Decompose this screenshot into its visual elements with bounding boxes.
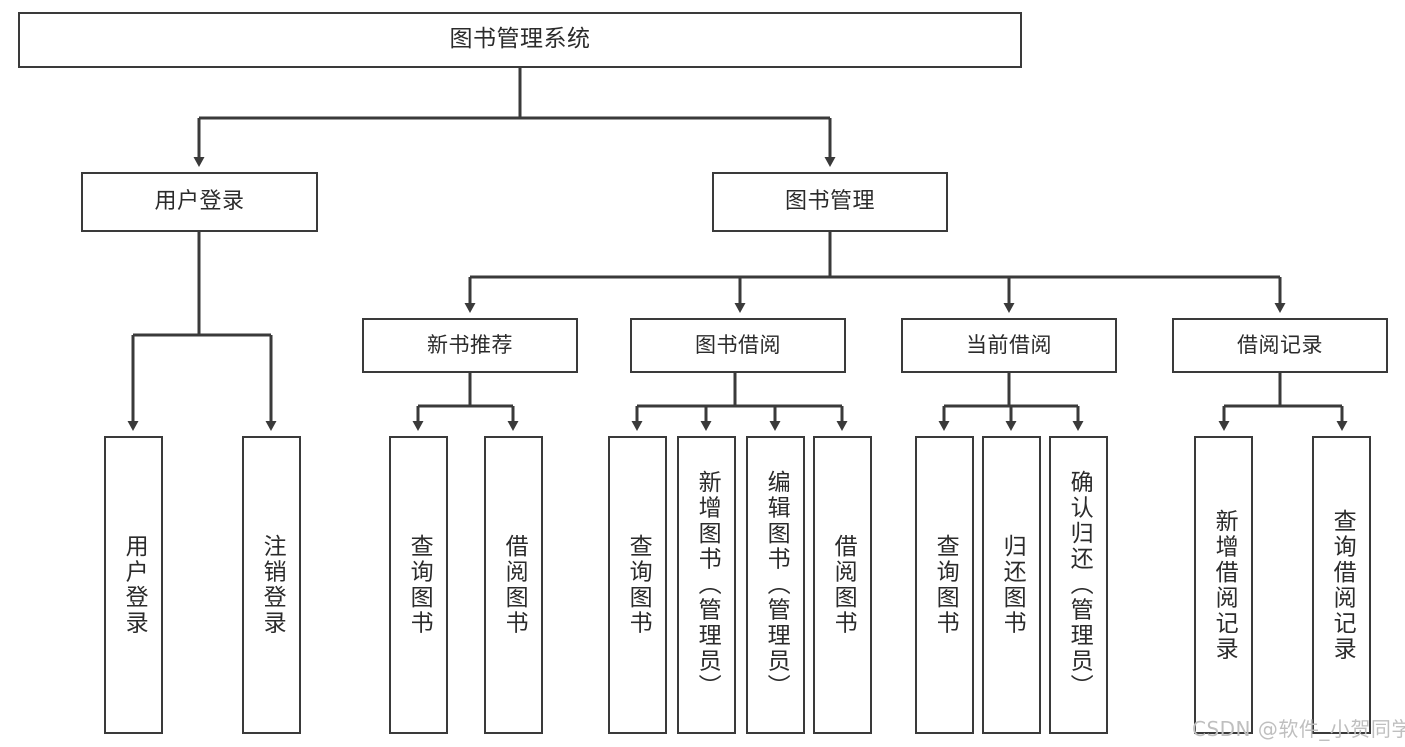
node-book-management[interactable]: 图书管理: [712, 172, 948, 232]
node-label: 归还图书: [999, 534, 1026, 636]
node-label: 查询图书: [406, 534, 433, 636]
leaf-book-borrow-edit[interactable]: 编辑图书（管理员）: [746, 436, 805, 734]
node-label: 新增图书（管理员）: [694, 470, 721, 700]
leaf-book-borrow-borrow[interactable]: 借阅图书: [813, 436, 872, 734]
node-label: 借阅图书: [501, 534, 528, 636]
node-label: 图书借阅: [695, 332, 781, 357]
leaf-user-login-login[interactable]: 用户登录: [104, 436, 163, 734]
leaf-borrow-record-add[interactable]: 新增借阅记录: [1194, 436, 1253, 734]
node-user-login[interactable]: 用户登录: [81, 172, 318, 232]
node-label: 用户登录: [121, 534, 148, 636]
node-book-borrow[interactable]: 图书借阅: [630, 318, 846, 373]
node-label: 图书管理: [784, 188, 875, 214]
node-label: 图书管理系统: [449, 26, 591, 53]
node-label: 借阅记录: [1237, 332, 1323, 357]
leaf-user-login-logout[interactable]: 注销登录: [242, 436, 301, 734]
leaf-current-borrow-confirm-return[interactable]: 确认归还（管理员）: [1049, 436, 1108, 734]
node-label: 编辑图书（管理员）: [763, 470, 790, 700]
node-label: 查询借阅记录: [1329, 508, 1356, 662]
node-label: 注销登录: [259, 534, 286, 636]
node-label: 用户登录: [154, 188, 245, 214]
node-borrow-record[interactable]: 借阅记录: [1172, 318, 1388, 373]
node-current-borrow[interactable]: 当前借阅: [901, 318, 1117, 373]
leaf-book-borrow-query[interactable]: 查询图书: [608, 436, 667, 734]
watermark-csdn: CSDN @软件_小贺同学: [1192, 717, 1405, 741]
node-label: 新书推荐: [427, 332, 513, 357]
leaf-borrow-record-query[interactable]: 查询借阅记录: [1312, 436, 1371, 734]
node-label: 当前借阅: [966, 332, 1052, 357]
node-label: 查询图书: [932, 534, 959, 636]
node-root-system[interactable]: 图书管理系统: [18, 12, 1022, 68]
node-label: 借阅图书: [830, 534, 857, 636]
leaf-book-borrow-add[interactable]: 新增图书（管理员）: [677, 436, 736, 734]
node-label: 查询图书: [625, 534, 652, 636]
leaf-new-book-query[interactable]: 查询图书: [389, 436, 448, 734]
leaf-current-borrow-query[interactable]: 查询图书: [915, 436, 974, 734]
node-label: 确认归还（管理员）: [1066, 470, 1093, 700]
leaf-current-borrow-return[interactable]: 归还图书: [982, 436, 1041, 734]
node-new-book-recommend[interactable]: 新书推荐: [362, 318, 578, 373]
leaf-new-book-borrow[interactable]: 借阅图书: [484, 436, 543, 734]
node-label: 新增借阅记录: [1211, 508, 1238, 662]
